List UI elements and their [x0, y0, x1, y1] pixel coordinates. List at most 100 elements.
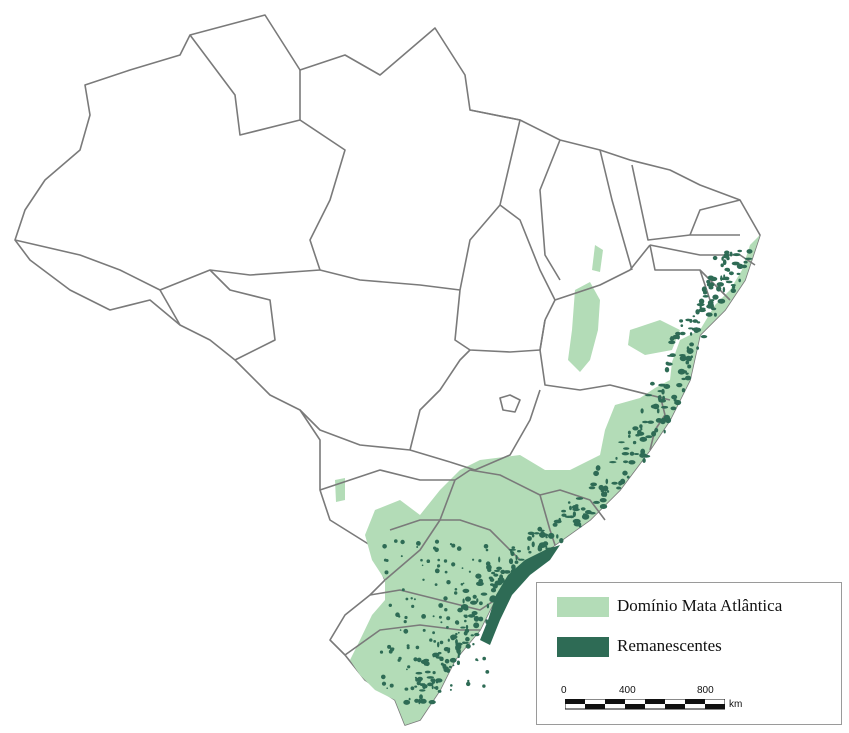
remnant-patch: [451, 543, 456, 548]
remnant-patch: [629, 451, 635, 456]
remnant-patch: [574, 504, 579, 507]
remnant-patch: [606, 490, 610, 493]
remnant-patch: [489, 577, 495, 582]
remnant-patch: [664, 367, 670, 373]
remnant-patch: [676, 383, 683, 388]
remnant-patch: [426, 676, 434, 679]
remnant-patch: [468, 570, 471, 573]
remnant-patch: [401, 588, 405, 592]
remnant-patch: [462, 641, 466, 644]
remnant-patch: [736, 263, 744, 269]
remnant-patch: [623, 460, 629, 464]
remnant-patch: [561, 513, 567, 517]
remnant-patch: [447, 638, 450, 642]
remnant-patch: [616, 486, 622, 490]
remnant-patch: [663, 429, 666, 434]
remnant-patch: [663, 384, 671, 389]
remnant-patch: [410, 597, 413, 600]
remnant-patch: [419, 694, 423, 700]
state-borders-layer: [14, 34, 756, 656]
remnant-patch: [685, 360, 690, 365]
remnant-patch: [472, 558, 475, 561]
remnant-patch: [424, 661, 430, 667]
remnant-patch: [679, 355, 687, 362]
remnant-patch: [730, 288, 736, 294]
remnant-patch: [685, 375, 692, 381]
remnant-patch: [464, 614, 468, 619]
remnant-patch: [414, 685, 418, 688]
remnant-patch: [540, 531, 545, 536]
remnant-patch: [712, 255, 718, 261]
remnant-patch: [416, 541, 421, 546]
remnant-patch: [446, 616, 451, 621]
remnant-patch: [431, 685, 434, 690]
remnant-patch: [640, 408, 644, 414]
remnant-patch: [400, 555, 403, 558]
remnant-patch: [726, 268, 731, 272]
remnant-patch: [720, 263, 724, 268]
remnant-patch: [381, 674, 386, 680]
remnant-patch: [414, 698, 419, 703]
remnant-patch: [556, 534, 559, 539]
remnant-patch: [421, 614, 426, 619]
remnant-patch: [395, 612, 400, 617]
remnant-patch: [472, 643, 475, 646]
remnant-patch: [572, 508, 580, 512]
remnant-patch: [462, 598, 465, 604]
remnant-patch: [652, 403, 660, 410]
remnant-patch: [432, 655, 435, 658]
remnant-patch: [443, 559, 448, 563]
remnant-patch: [725, 280, 733, 284]
remnant-patch: [464, 628, 470, 633]
mata-atlantica-domain-north: [568, 282, 600, 372]
remnant-patch: [686, 356, 692, 362]
remnant-patch: [665, 417, 672, 424]
remnant-patch: [683, 370, 687, 374]
remnant-patch: [588, 486, 596, 490]
remnant-patch: [645, 394, 653, 397]
remnant-patch: [437, 689, 442, 693]
remnant-patch: [670, 406, 677, 411]
remnant-patch: [474, 632, 480, 637]
remnant-patch: [485, 670, 490, 674]
remnant-patch: [439, 657, 444, 661]
remnant-patch: [444, 608, 448, 612]
remnant-patch: [437, 641, 440, 648]
remnant-patch: [717, 298, 726, 304]
remnant-patch: [455, 621, 460, 625]
remnant-patch: [703, 290, 708, 295]
remnant-patch: [432, 671, 436, 675]
remnant-patch: [415, 671, 423, 675]
remnant-patch: [415, 645, 420, 650]
remnant-patch: [673, 402, 680, 404]
remnant-patch: [595, 465, 601, 471]
remnant-patch: [450, 634, 458, 640]
remnant-patch: [449, 543, 453, 546]
remnant-patch: [737, 249, 742, 253]
remnant-patch: [422, 578, 425, 581]
remnant-patch: [446, 626, 449, 629]
remnant-patch: [729, 251, 733, 257]
remnant-patch: [615, 456, 618, 460]
mata-atlantica-domain-bahia: [628, 320, 680, 355]
remnant-patch: [720, 275, 723, 282]
remnant-patch: [568, 515, 575, 519]
remnant-patch: [572, 518, 581, 524]
remnant-patch: [680, 324, 684, 327]
remnant-patch: [408, 697, 411, 701]
legend-label-domain: Domínio Mata Atlântica: [617, 596, 783, 615]
remnant-patch: [621, 452, 630, 456]
remnant-patch: [457, 607, 463, 613]
remnant-patch: [687, 364, 692, 369]
remnant-patch: [640, 427, 643, 431]
remnant-patch: [424, 670, 431, 674]
remnant-patch: [446, 580, 451, 585]
remnant-patch: [695, 309, 700, 315]
scale-unit: km: [729, 699, 743, 710]
remnant-patch: [434, 568, 440, 574]
remnant-patch: [672, 334, 680, 340]
remnant-patch: [599, 498, 607, 503]
remnant-patch: [650, 381, 655, 386]
remnant-patch: [527, 531, 535, 535]
remnant-patch: [508, 558, 514, 565]
